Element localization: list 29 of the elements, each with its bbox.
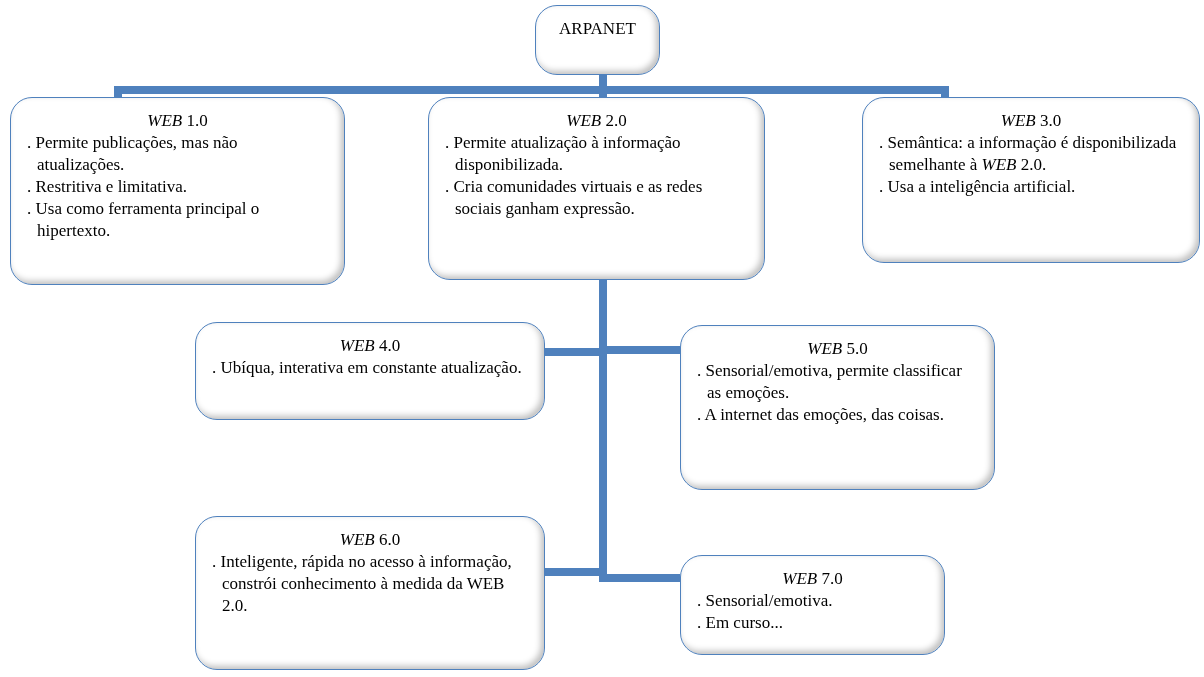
text-box (680, 555, 945, 655)
box-heading: WEB 2.0 (565, 110, 628, 132)
text-box (680, 325, 995, 490)
bullet-text: . Em curso... (697, 612, 784, 634)
bullet-text: . Usa como ferramenta principal o hipertexto. (27, 198, 261, 242)
box-heading: WEB 6.0 (338, 529, 402, 551)
bullet-text: . Permite atualização à informação disponibilizada. (445, 132, 682, 176)
bullet-text: . Permite publicações, mas não atualizações. (27, 132, 239, 176)
box-heading: WEB 5.0 (806, 338, 869, 360)
text-box (428, 97, 765, 280)
box-heading: WEB 1.0 (146, 110, 209, 132)
bullet-text: . Cria comunidades virtuais e as redes sociais ganham expressão. (445, 176, 704, 220)
text-box (10, 97, 345, 285)
text-box (862, 97, 1200, 263)
bullet-text: . Usa a inteligência artificial. (879, 176, 1077, 198)
text-box (195, 516, 545, 670)
box-heading: WEB 7.0 (781, 568, 844, 590)
text-box (535, 5, 660, 75)
box-heading: WEB 3.0 (999, 110, 1063, 132)
bullet-text: . Restritiva e limitativa. (27, 176, 189, 198)
bullet-text: . Semântica: a informação é disponibilizada semelhante à WEB 2.0. (879, 132, 1178, 176)
bullet-text: . A internet das emoções, das coisas. (697, 404, 945, 426)
box-heading: ARPANET (558, 18, 637, 40)
bullet-text: . Inteligente, rápida no acesso à informação, constrói conhecimento à medida da WEB 2.0. (212, 551, 513, 617)
bullet-text: . Ubíqua, interativa em constante atualização. (212, 357, 523, 379)
box-heading: WEB 4.0 (338, 335, 402, 357)
text-box (195, 322, 545, 420)
bullet-text: . Sensorial/emotiva, permite classificar as emoções. (697, 360, 963, 404)
bullet-text: . Sensorial/emotiva. (697, 590, 834, 612)
